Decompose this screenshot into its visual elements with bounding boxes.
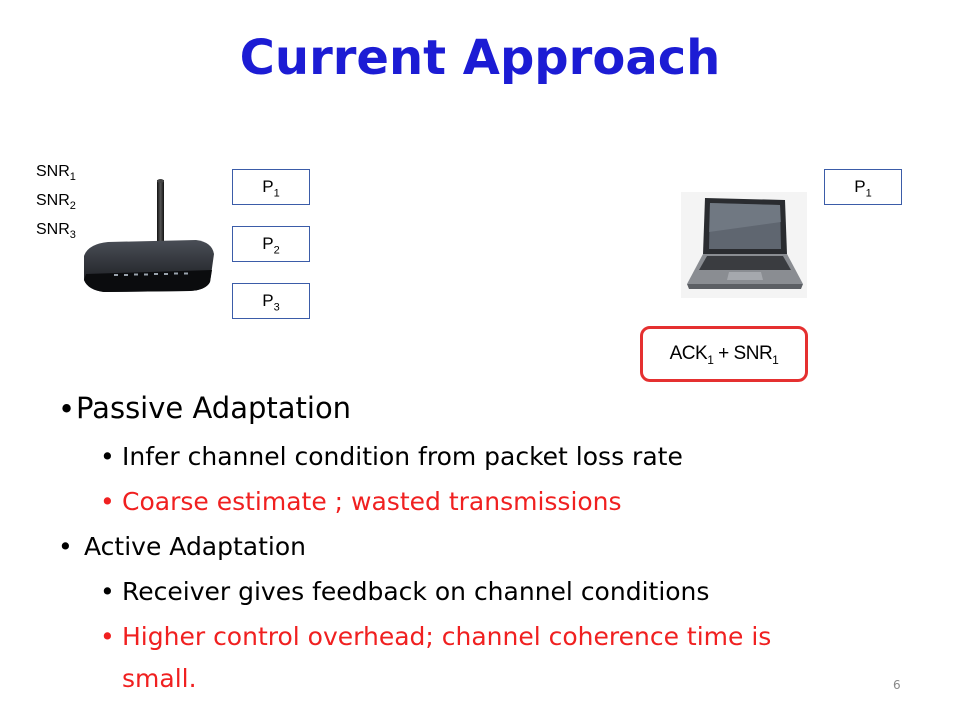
bullet-dot-icon: • <box>100 442 115 471</box>
active-point-2: Higher control overhead; channel coheren… <box>122 622 772 651</box>
bullet-dot-icon: • <box>100 622 115 651</box>
page-number: 6 <box>893 678 901 692</box>
packet-p2: P2 <box>232 226 310 262</box>
bullet-dot-icon: • <box>58 392 76 426</box>
passive-point-1: Infer channel condition from packet loss… <box>122 442 683 471</box>
received-packet-p1: P1 <box>824 169 902 205</box>
active-point-2-continued: small. <box>122 664 197 693</box>
snr-label-3: SNR3 <box>36 221 76 242</box>
packet-p3: P3 <box>232 283 310 319</box>
ack-snr-feedback: ACK1 + SNR1 <box>640 326 808 382</box>
active-point-1: Receiver gives feedback on channel condi… <box>122 577 710 606</box>
snr-list: SNR1 SNR2 SNR3 <box>36 160 76 248</box>
bullet-dot-icon: • <box>58 532 73 561</box>
active-adaptation-heading: Active Adaptation <box>84 532 307 561</box>
passive-adaptation-heading: Passive Adaptation <box>76 391 352 425</box>
bullet-dot-icon: • <box>100 487 115 516</box>
snr-label-1: SNR1 <box>36 163 76 184</box>
laptop-image <box>681 192 807 298</box>
packet-p1: P1 <box>232 169 310 205</box>
passive-point-2: Coarse estimate ; wasted transmissions <box>122 487 622 516</box>
wireless-router-icon <box>84 179 214 292</box>
slide-title: Current Approach <box>239 30 721 86</box>
bullet-dot-icon: • <box>100 577 115 606</box>
laptop-icon <box>687 198 803 289</box>
snr-label-2: SNR2 <box>36 192 76 213</box>
